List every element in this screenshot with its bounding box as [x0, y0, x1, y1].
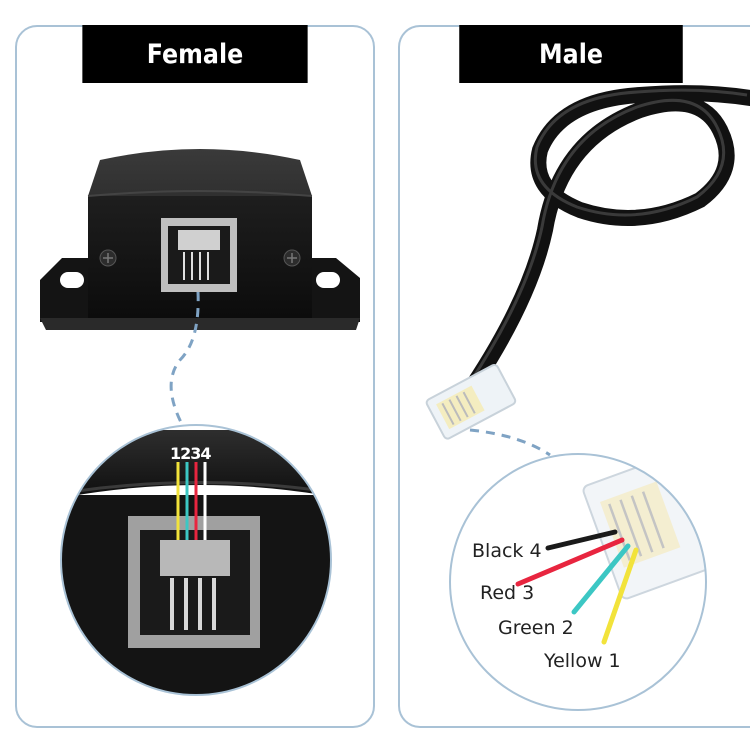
pin-numbers-label: 1234: [170, 444, 212, 463]
wire-label-black: Black 4: [472, 540, 542, 562]
zoom-guide-line-male: [469, 428, 551, 457]
male-title: Male: [459, 25, 683, 83]
female-zoom-circle: [61, 425, 331, 695]
male-cable: [425, 85, 750, 440]
wire-label-yellow: Yellow 1: [544, 650, 621, 672]
wire-label-red: Red 3: [480, 582, 535, 604]
female-title: Female: [82, 25, 308, 83]
female-jack-box: [40, 149, 360, 330]
zoom-guide-line: [169, 291, 200, 431]
wire-label-green: Green 2: [498, 617, 574, 639]
